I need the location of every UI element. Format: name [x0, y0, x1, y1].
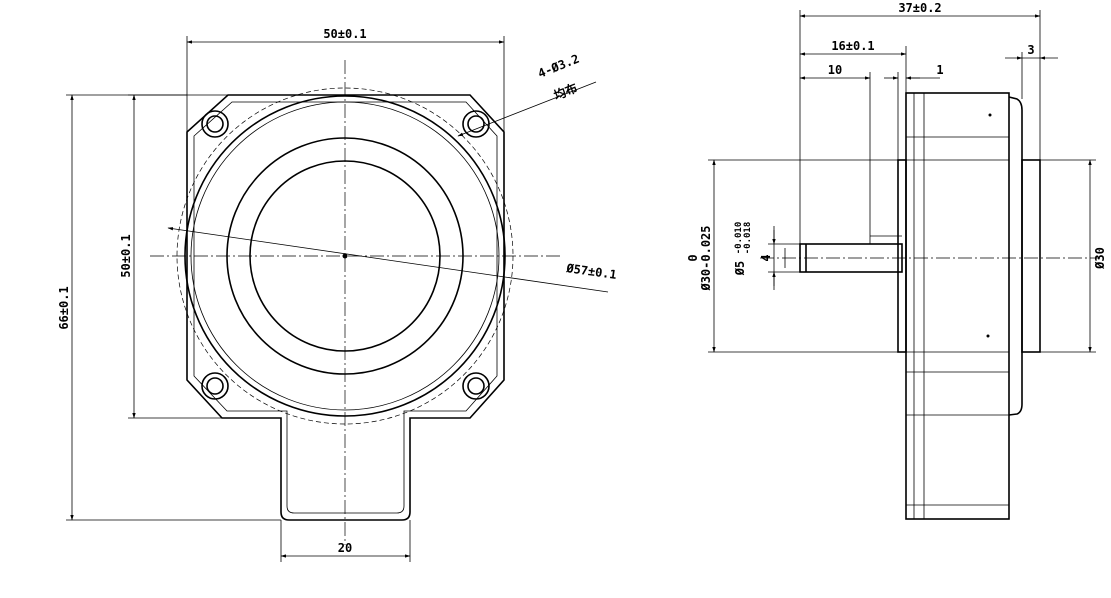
dim-shaft-dia-label: Ø5 [733, 261, 747, 276]
mounting-hole-tr [462, 110, 490, 138]
housing-details [906, 93, 1009, 519]
dim-diameter-label: Ø57±0.1 [565, 261, 618, 282]
dim-rear-dia: Ø30 [1040, 159, 1107, 353]
dim-total-length-label: 37±0.2 [898, 1, 941, 15]
dim-rear-dia-label: Ø30 [1093, 247, 1107, 270]
side-view: 37±0.2 16±0.1 10 1 3 [686, 1, 1107, 520]
dim-pilot-label: Ø30-0.025 [699, 225, 713, 291]
dim-shaft-tol-upper: -0.010 [734, 222, 744, 255]
dim-flat: 4 [759, 248, 786, 268]
dim-flat-label: 4 [759, 254, 773, 261]
dim-height-total: 66±0.1 [57, 94, 281, 521]
dim-tab-width-label: 20 [338, 541, 352, 555]
dim-pilot-zero-label: 0 [686, 254, 700, 261]
dim-shaft-tol-lower: -0.018 [743, 222, 753, 255]
dim-height-body-label: 50±0.1 [119, 234, 133, 277]
mounting-hole-br [462, 372, 490, 400]
dim-shaft-flat-label: 10 [828, 63, 842, 77]
dim-shaft-length-label: 16±0.1 [831, 39, 874, 53]
dim-pilot: 0 Ø30-0.025 [686, 159, 898, 353]
dim-gap-label: 1 [936, 63, 943, 77]
dim-rear-label: 3 [1027, 43, 1034, 57]
dim-height-body: 50±0.1 [119, 94, 222, 419]
dim-shaft-length: 16±0.1 [799, 39, 907, 93]
dim-total-length: 37±0.2 [799, 1, 1041, 244]
shaft [799, 235, 903, 273]
dim-shaft-dia: Ø5 -0.010 -0.018 [733, 222, 800, 290]
flange-outline [186, 94, 505, 521]
center-point [342, 253, 348, 259]
front-view: 50±0.1 66±0.1 50±0.1 4-Ø3.2 均布 Ø57±0.1 [57, 27, 618, 562]
dim-diameter: Ø57±0.1 [167, 227, 618, 293]
dim-gap: 1 [884, 63, 944, 160]
flange-inner-outline [193, 101, 498, 514]
rear-boss [1021, 159, 1041, 353]
mounting-hole-tl [201, 110, 229, 138]
rear-cap [1008, 96, 1023, 416]
dim-hole-label: 4-Ø3.2 [536, 52, 581, 81]
dim-height-total-label: 66±0.1 [57, 286, 71, 329]
dim-hole-leader: 4-Ø3.2 均布 [457, 52, 597, 137]
housing [905, 92, 1010, 520]
dim-shaft-flat: 10 [799, 63, 871, 236]
dim-width-top-label: 50±0.1 [323, 27, 366, 41]
dim-width-top: 50±0.1 [186, 27, 505, 132]
dim-tab-width: 20 [280, 520, 411, 562]
dim-rear: 3 [1005, 43, 1058, 99]
mounting-hole-bl [201, 372, 229, 400]
dim-hole-note: 均布 [552, 80, 580, 103]
